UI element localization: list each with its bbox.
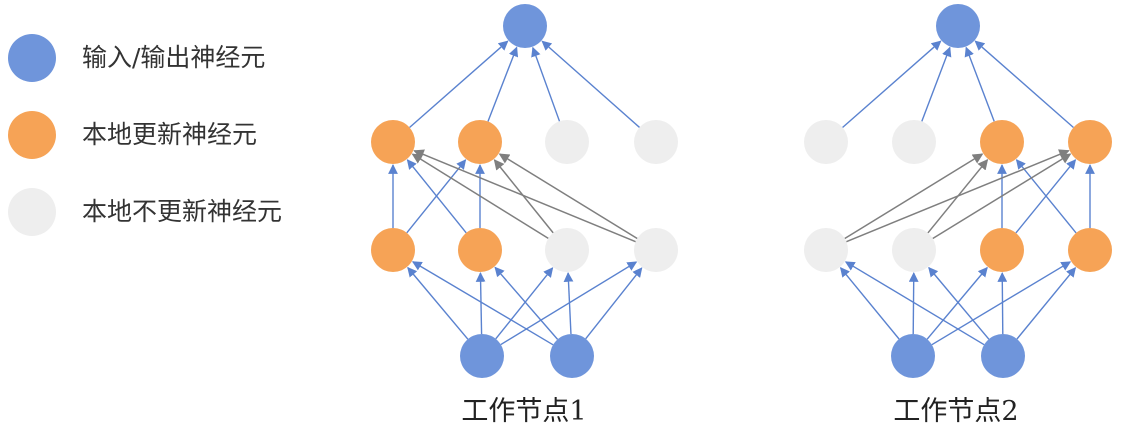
update-neuron-swatch	[8, 111, 56, 159]
legend-label: 输入/输出神经元	[82, 43, 266, 72]
worker2-hidden1-neuron	[892, 228, 936, 272]
edge-hidden2-to-output	[409, 40, 509, 129]
worker-node-1-label: 工作节点1	[461, 396, 586, 427]
no-update-neuron-swatch	[8, 188, 56, 236]
edge-input-to-hidden1	[500, 261, 638, 346]
worker-node-2-label: 工作节点2	[893, 396, 1018, 427]
worker1-input-neuron	[460, 334, 504, 378]
worker1-input-neuron	[550, 334, 594, 378]
legend-label: 本地更新神经元	[82, 120, 258, 149]
io-neuron-swatch	[8, 34, 56, 82]
worker1-hidden1-neuron	[634, 228, 678, 272]
worker2-hidden1-neuron	[1068, 228, 1112, 272]
edge-hidden2-to-output	[531, 46, 561, 122]
edge-hidden2-to-output	[541, 40, 640, 128]
worker2-hidden2-neuron	[804, 120, 848, 164]
edge-nonlocal-to-hidden2	[927, 159, 989, 234]
worker1-hidden1-neuron	[371, 228, 415, 272]
worker2-hidden2-neuron	[1068, 120, 1112, 164]
edge-input-to-hidden1	[563, 271, 574, 335]
edge-input-to-hidden1	[494, 266, 559, 340]
worker1-hidden1-neuron	[545, 228, 589, 272]
worker2-hidden1-neuron	[804, 228, 848, 272]
edge-input-to-hidden1	[475, 272, 486, 335]
edge-nonlocal-to-hidden2	[932, 153, 1072, 240]
worker1-output-neuron	[503, 4, 547, 48]
legend-label: 本地不更新神经元	[82, 197, 283, 226]
edge-nonlocal-to-hidden2	[411, 153, 549, 240]
edge-hidden1-to-hidden2	[1015, 159, 1077, 234]
worker1-hidden2-neuron	[545, 120, 589, 164]
edge-hidden2-to-output	[842, 40, 942, 129]
edge-hidden2-to-output	[921, 46, 952, 122]
worker2-hidden2-neuron	[980, 120, 1024, 164]
edge-nonlocal-to-hidden2	[844, 153, 984, 240]
edge-nonlocal-to-hidden2	[413, 149, 636, 243]
worker2-hidden1-neuron	[980, 228, 1024, 272]
worker1-hidden2-neuron	[634, 120, 678, 164]
worker2-output-neuron	[936, 4, 980, 48]
edge-hidden2-to-output	[487, 46, 519, 122]
edge-input-to-hidden1	[844, 261, 985, 346]
edge-input-to-hidden1	[839, 267, 900, 340]
edge-hidden2-to-output	[964, 46, 995, 122]
worker1-hidden2-neuron	[458, 120, 502, 164]
edge-input-to-hidden1	[407, 266, 469, 340]
edge-nonlocal-to-hidden2	[498, 153, 638, 240]
edge-hidden1-to-hidden2	[406, 159, 467, 234]
edge-input-to-hidden1	[928, 266, 990, 340]
legend: 输入/输出神经元 本地更新神经元 本地不更新神经元	[0, 0, 360, 260]
edge-input-to-hidden1	[495, 267, 554, 340]
worker2-hidden2-neuron	[892, 120, 936, 164]
worker1-hidden1-neuron	[458, 228, 502, 272]
edge-input-to-hidden1	[411, 261, 554, 346]
edge-input-to-hidden1	[1016, 267, 1077, 340]
worker1-hidden2-neuron	[371, 120, 415, 164]
edge-input-to-hidden1	[997, 272, 1008, 335]
edge-input-to-hidden1	[908, 272, 919, 335]
edge-input-to-hidden1	[585, 267, 643, 340]
edge-input-to-hidden1	[926, 266, 988, 340]
worker2-input-neuron	[981, 334, 1025, 378]
edge-input-to-hidden1	[931, 261, 1072, 346]
worker2-input-neuron	[891, 334, 935, 378]
edge-hidden2-to-output	[974, 40, 1074, 129]
